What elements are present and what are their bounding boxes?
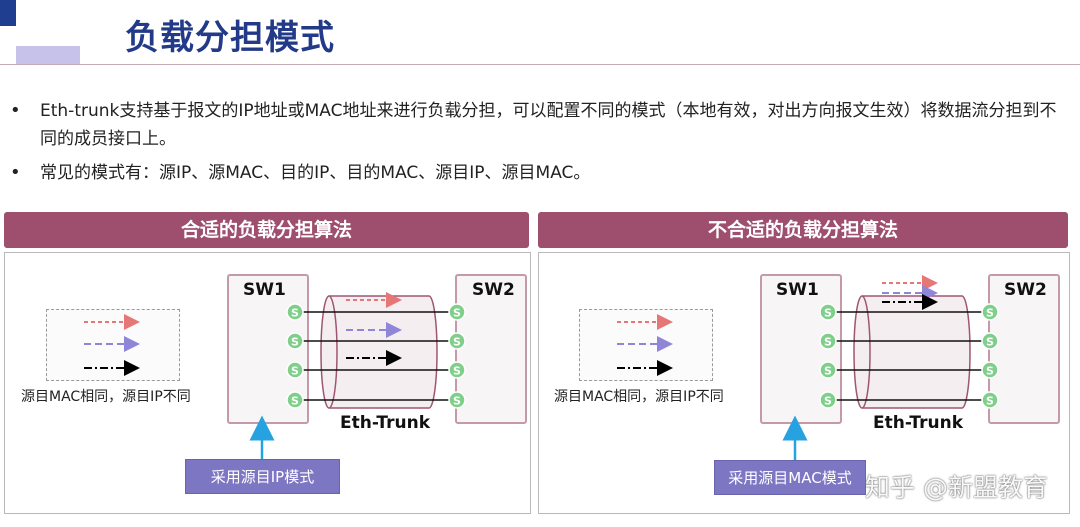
sw1-ports: S S S S [819,303,837,409]
svg-text:S: S [291,307,299,320]
sw2-ports: S S S S [448,303,466,409]
panel-header-suitable: 合适的负载分担算法 [4,212,529,248]
svg-text:S: S [824,365,832,378]
eth-trunk-label: Eth-Trunk [873,413,964,433]
bullet-item: 常见的模式有：源IP、源MAC、目的IP、目的MAC、源目IP、源目MAC。 [10,159,1070,187]
svg-text:S: S [824,395,832,408]
legend-caption: 源目MAC相同，源目IP不同 [21,389,191,405]
legend-caption: 源目MAC相同，源目IP不同 [554,389,724,405]
mode-box: 采用源目IP模式 [185,459,340,494]
trunk-cylinder-body [329,296,429,408]
bullet-list: Eth-trunk支持基于报文的IP地址或MAC地址来进行负载分担，可以配置不同… [10,97,1070,193]
svg-text:S: S [986,307,994,320]
trunk-cylinder-front [320,295,338,409]
eth-trunk-label: Eth-Trunk [340,413,431,433]
panel-header-unsuitable: 不合适的负载分担算法 [538,212,1068,248]
slide-title: 负载分担模式 [125,18,335,58]
title-divider [0,64,1080,65]
sw1-label: SW1 [776,280,819,300]
bullet-item: Eth-trunk支持基于报文的IP地址或MAC地址来进行负载分担，可以配置不同… [10,97,1070,153]
svg-text:S: S [986,395,994,408]
sw2-label: SW2 [472,280,515,300]
mode-box: 采用源目MAC模式 [714,460,866,495]
svg-text:S: S [986,336,994,349]
svg-text:S: S [824,307,832,320]
svg-text:S: S [453,365,461,378]
sw1-label: SW1 [243,280,286,300]
svg-text:S: S [291,336,299,349]
corner-accent-dark [0,0,16,26]
svg-text:S: S [824,336,832,349]
svg-text:S: S [453,307,461,320]
zhihu-watermark: 知乎 @新盟教育 [865,473,1048,502]
corner-accent-light [16,46,80,64]
trunk-cylinder-front [853,295,871,409]
sw2-ports: S S S S [981,303,999,409]
trunk-cylinder-body [862,296,962,408]
svg-text:S: S [453,395,461,408]
svg-text:S: S [453,336,461,349]
sw1-ports: S S S S [286,303,304,409]
svg-text:S: S [291,365,299,378]
svg-text:S: S [291,395,299,408]
svg-text:S: S [986,365,994,378]
sw2-label: SW2 [1004,280,1047,300]
